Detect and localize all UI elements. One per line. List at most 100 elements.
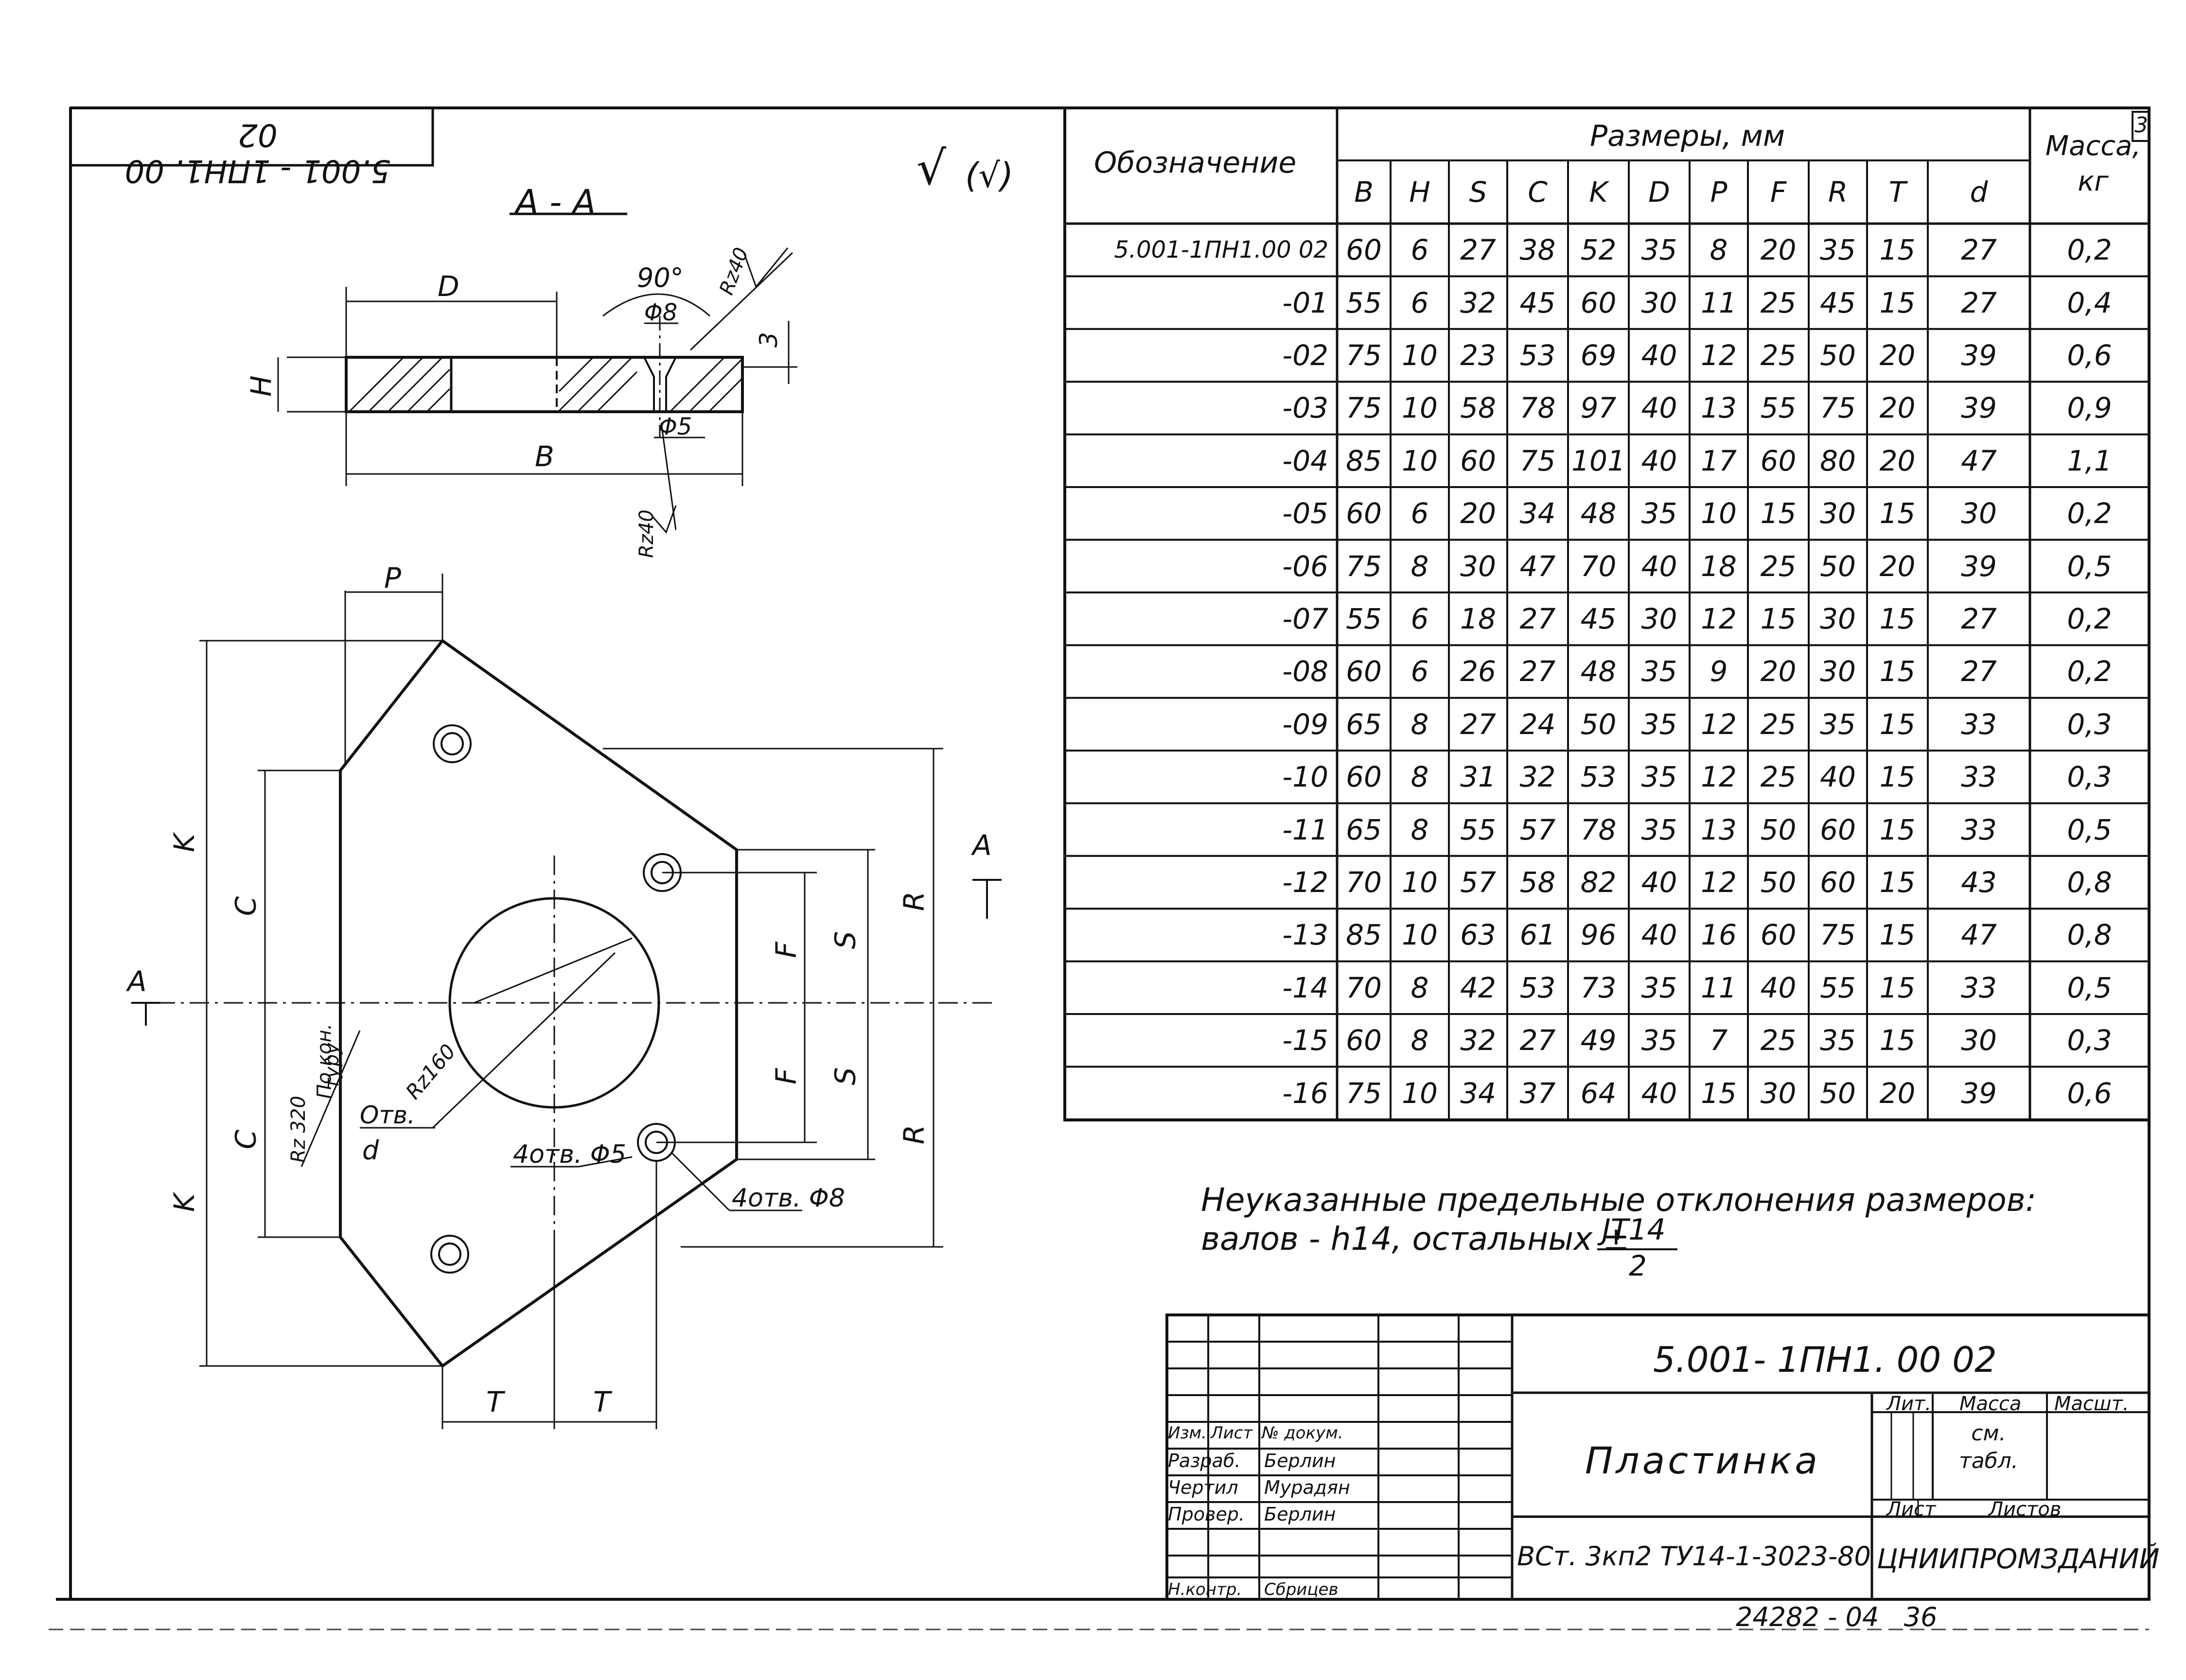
table-cell: 35 [1641,813,1677,846]
d-label: d [362,1135,379,1166]
table-cell: 15 [1879,286,1916,319]
table-cell-mass: 0,9 [2067,391,2112,425]
role-chertil: Чертил [1168,1477,1238,1498]
table-cell: 57 [1519,813,1556,846]
table-cell-mass: 0,8 [2067,918,2112,952]
table-cell: 12 [1701,865,1737,899]
phi8-label: Φ8 [644,299,678,326]
table-cell: 6 [1410,602,1429,635]
table-cell: 101 [1571,444,1625,477]
table-cell: 33 [1961,707,1997,741]
table-row-designation: -10 [1282,760,1328,794]
table-cell: 18 [1460,602,1496,635]
table-cell: 55 [1760,391,1797,425]
note-frac-den: 2 [1629,1249,1647,1282]
table-cell: 30 [1641,286,1677,319]
role-prover: Провер. [1168,1504,1245,1525]
table-cell: 20 [1879,1076,1916,1110]
table-cell: 11 [1701,971,1737,1004]
table-cell: 60 [1760,444,1797,477]
table-cell: 60 [1760,918,1797,952]
roughness-paren: (√) [965,156,1014,195]
table-cell: 9 [1710,655,1728,688]
dim-S-top-label: S [829,931,862,949]
table-cell-mass: 0,2 [2067,497,2112,530]
table-cell-mass: 0,5 [2067,813,2112,846]
table-cell: 25 [1760,286,1797,319]
table-cell: 48 [1580,655,1617,688]
table-cell: 47 [1961,918,1997,952]
table-cell: 15 [1879,865,1916,899]
table-cell: 27 [1519,655,1556,688]
table-cell: 40 [1641,865,1677,899]
table-row-designation: -12 [1282,865,1328,899]
table-cell-mass: 0,4 [2067,286,2112,319]
table-cell: 35 [1820,707,1856,741]
title-mass-h: Масса [1959,1393,2022,1415]
dim-R-top-label: R [898,891,931,911]
table-cell: 33 [1961,813,1997,846]
table-cell: 10 [1402,865,1438,899]
table-row-designation: -11 [1282,813,1328,846]
sheet-marker: 3 [2134,113,2148,138]
title-lit: Лит. [1886,1393,1932,1415]
table-cell: 63 [1460,918,1496,952]
table-cell: 45 [1519,286,1556,319]
table-cell: 40 [1641,444,1677,477]
table-cell: 31 [1460,760,1496,794]
table-cell: 75 [1820,391,1856,425]
holes-phi5-label: 4отв. Φ5 [513,1140,626,1169]
role-izm-list: Лист [1211,1423,1253,1443]
table-cell-mass: 0,5 [2067,549,2112,583]
table-cell: 20 [1879,391,1916,425]
table-cell: 39 [1961,391,1997,425]
role-prover-name: Берлин [1264,1504,1336,1525]
table-cell: 85 [1346,918,1382,952]
section-title: А - А [515,182,596,222]
title-code: 5.001- 1ПН1. 00 02 [1653,1339,1997,1380]
table-cell: 65 [1346,707,1382,741]
dim-F-bottom-label: F [769,1068,803,1085]
table-cell: 50 [1820,549,1856,583]
table-cell: 40 [1641,391,1677,425]
table-cell: 35 [1820,1024,1856,1057]
table-header-sizes: Размеры, мм [1590,119,1785,153]
note-line-1: Неуказанные предельные отклонения размер… [1201,1181,2036,1219]
table-cell: 69 [1580,338,1617,372]
table-col-header: D [1648,175,1670,209]
table-cell: 47 [1961,444,1997,477]
table-cell: 57 [1460,865,1496,899]
table-cell: 15 [1879,233,1916,267]
table-cell: 6 [1410,233,1429,267]
table-cell: 7 [1710,1024,1728,1057]
table-cell: 6 [1410,655,1429,688]
table-cell: 20 [1879,338,1916,372]
table-cell-mass: 0,6 [2067,338,2112,372]
table-cell: 50 [1820,1076,1856,1110]
table-cell: 34 [1460,1076,1496,1110]
table-col-header: H [1409,175,1430,209]
table-cell: 27 [1519,602,1556,635]
table-cell: 25 [1760,1024,1797,1057]
table-col-header: F [1770,175,1787,209]
table-cell: 27 [1961,655,1997,688]
title-org: ЦНИИПРОМЗДАНИЙ [1877,1543,2160,1575]
table-cell: 55 [1820,971,1856,1004]
table-cell: 39 [1961,549,1997,583]
table-col-header: C [1528,175,1548,209]
table-cell-mass: 1,1 [2067,444,2112,477]
table-cell: 75 [1346,338,1382,372]
table-cell: 53 [1580,760,1617,794]
table-col-header: B [1354,175,1374,209]
table-cell: 24 [1519,707,1556,741]
table-cell: 12 [1701,338,1737,372]
table-cell: 70 [1346,971,1382,1004]
table-cell-mass: 0,2 [2067,655,2112,688]
table-cell: 32 [1460,1024,1496,1057]
table-row-designation: -09 [1282,707,1328,741]
table-cell: 35 [1641,655,1677,688]
holes-phi8-label: 4отв. Φ8 [732,1184,845,1213]
role-nkontr: Н.контр. [1168,1580,1242,1599]
table-cell: 34 [1519,497,1556,530]
